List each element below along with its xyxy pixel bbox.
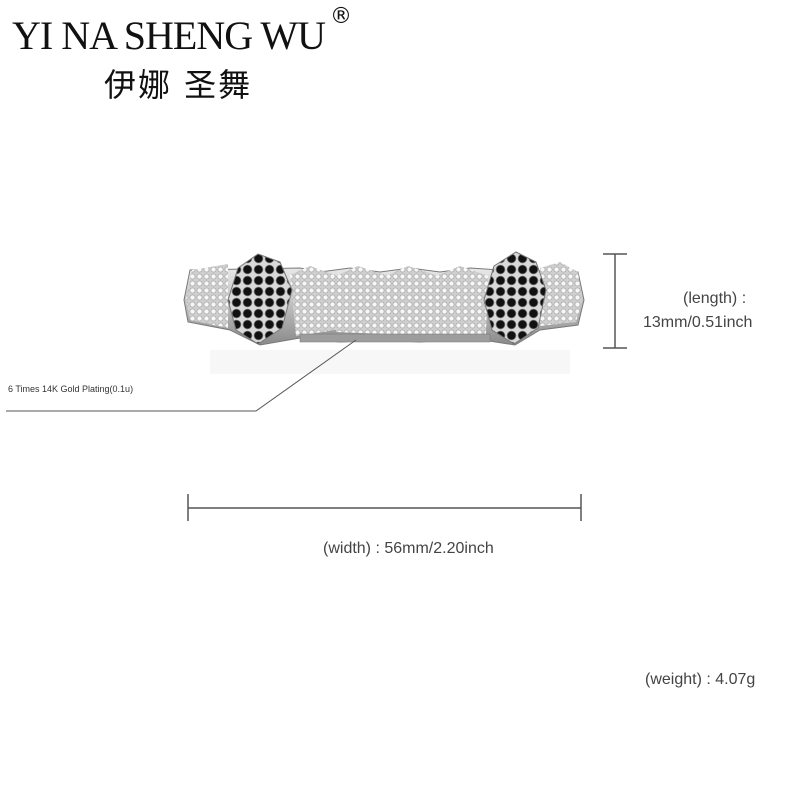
clear-stone-tooth (290, 266, 338, 336)
plating-leader-line (6, 339, 357, 412)
brand-name: YI NA SHENG WU (12, 13, 326, 58)
clear-stone-tooth (186, 264, 228, 328)
weight-label: (weight) : 4.07g (645, 671, 756, 688)
width-dimension-line (187, 494, 582, 521)
registered-mark: ® (330, 4, 352, 29)
width-label: (width) : 56mm/2.20inch (323, 540, 494, 557)
length-label: (length) : (683, 290, 747, 307)
length-value: 13mm/0.51inch (643, 314, 753, 331)
plating-label: 6 Times 14K Gold Plating(0.1u) (8, 384, 134, 394)
black-stone-tooth (483, 251, 547, 345)
clear-stone-tooth (436, 266, 488, 334)
brand-header: YI NA SHENG WU ® 伊娜 圣舞 (12, 4, 352, 104)
clear-stone-tooth (386, 266, 438, 334)
clear-stone-tooth (336, 266, 388, 334)
grill (183, 251, 585, 374)
black-stone-tooth (227, 253, 293, 345)
length-dimension-line (603, 253, 627, 349)
clear-stone-tooth (540, 262, 582, 326)
brand-chinese-name: 伊娜 圣舞 (104, 66, 253, 104)
